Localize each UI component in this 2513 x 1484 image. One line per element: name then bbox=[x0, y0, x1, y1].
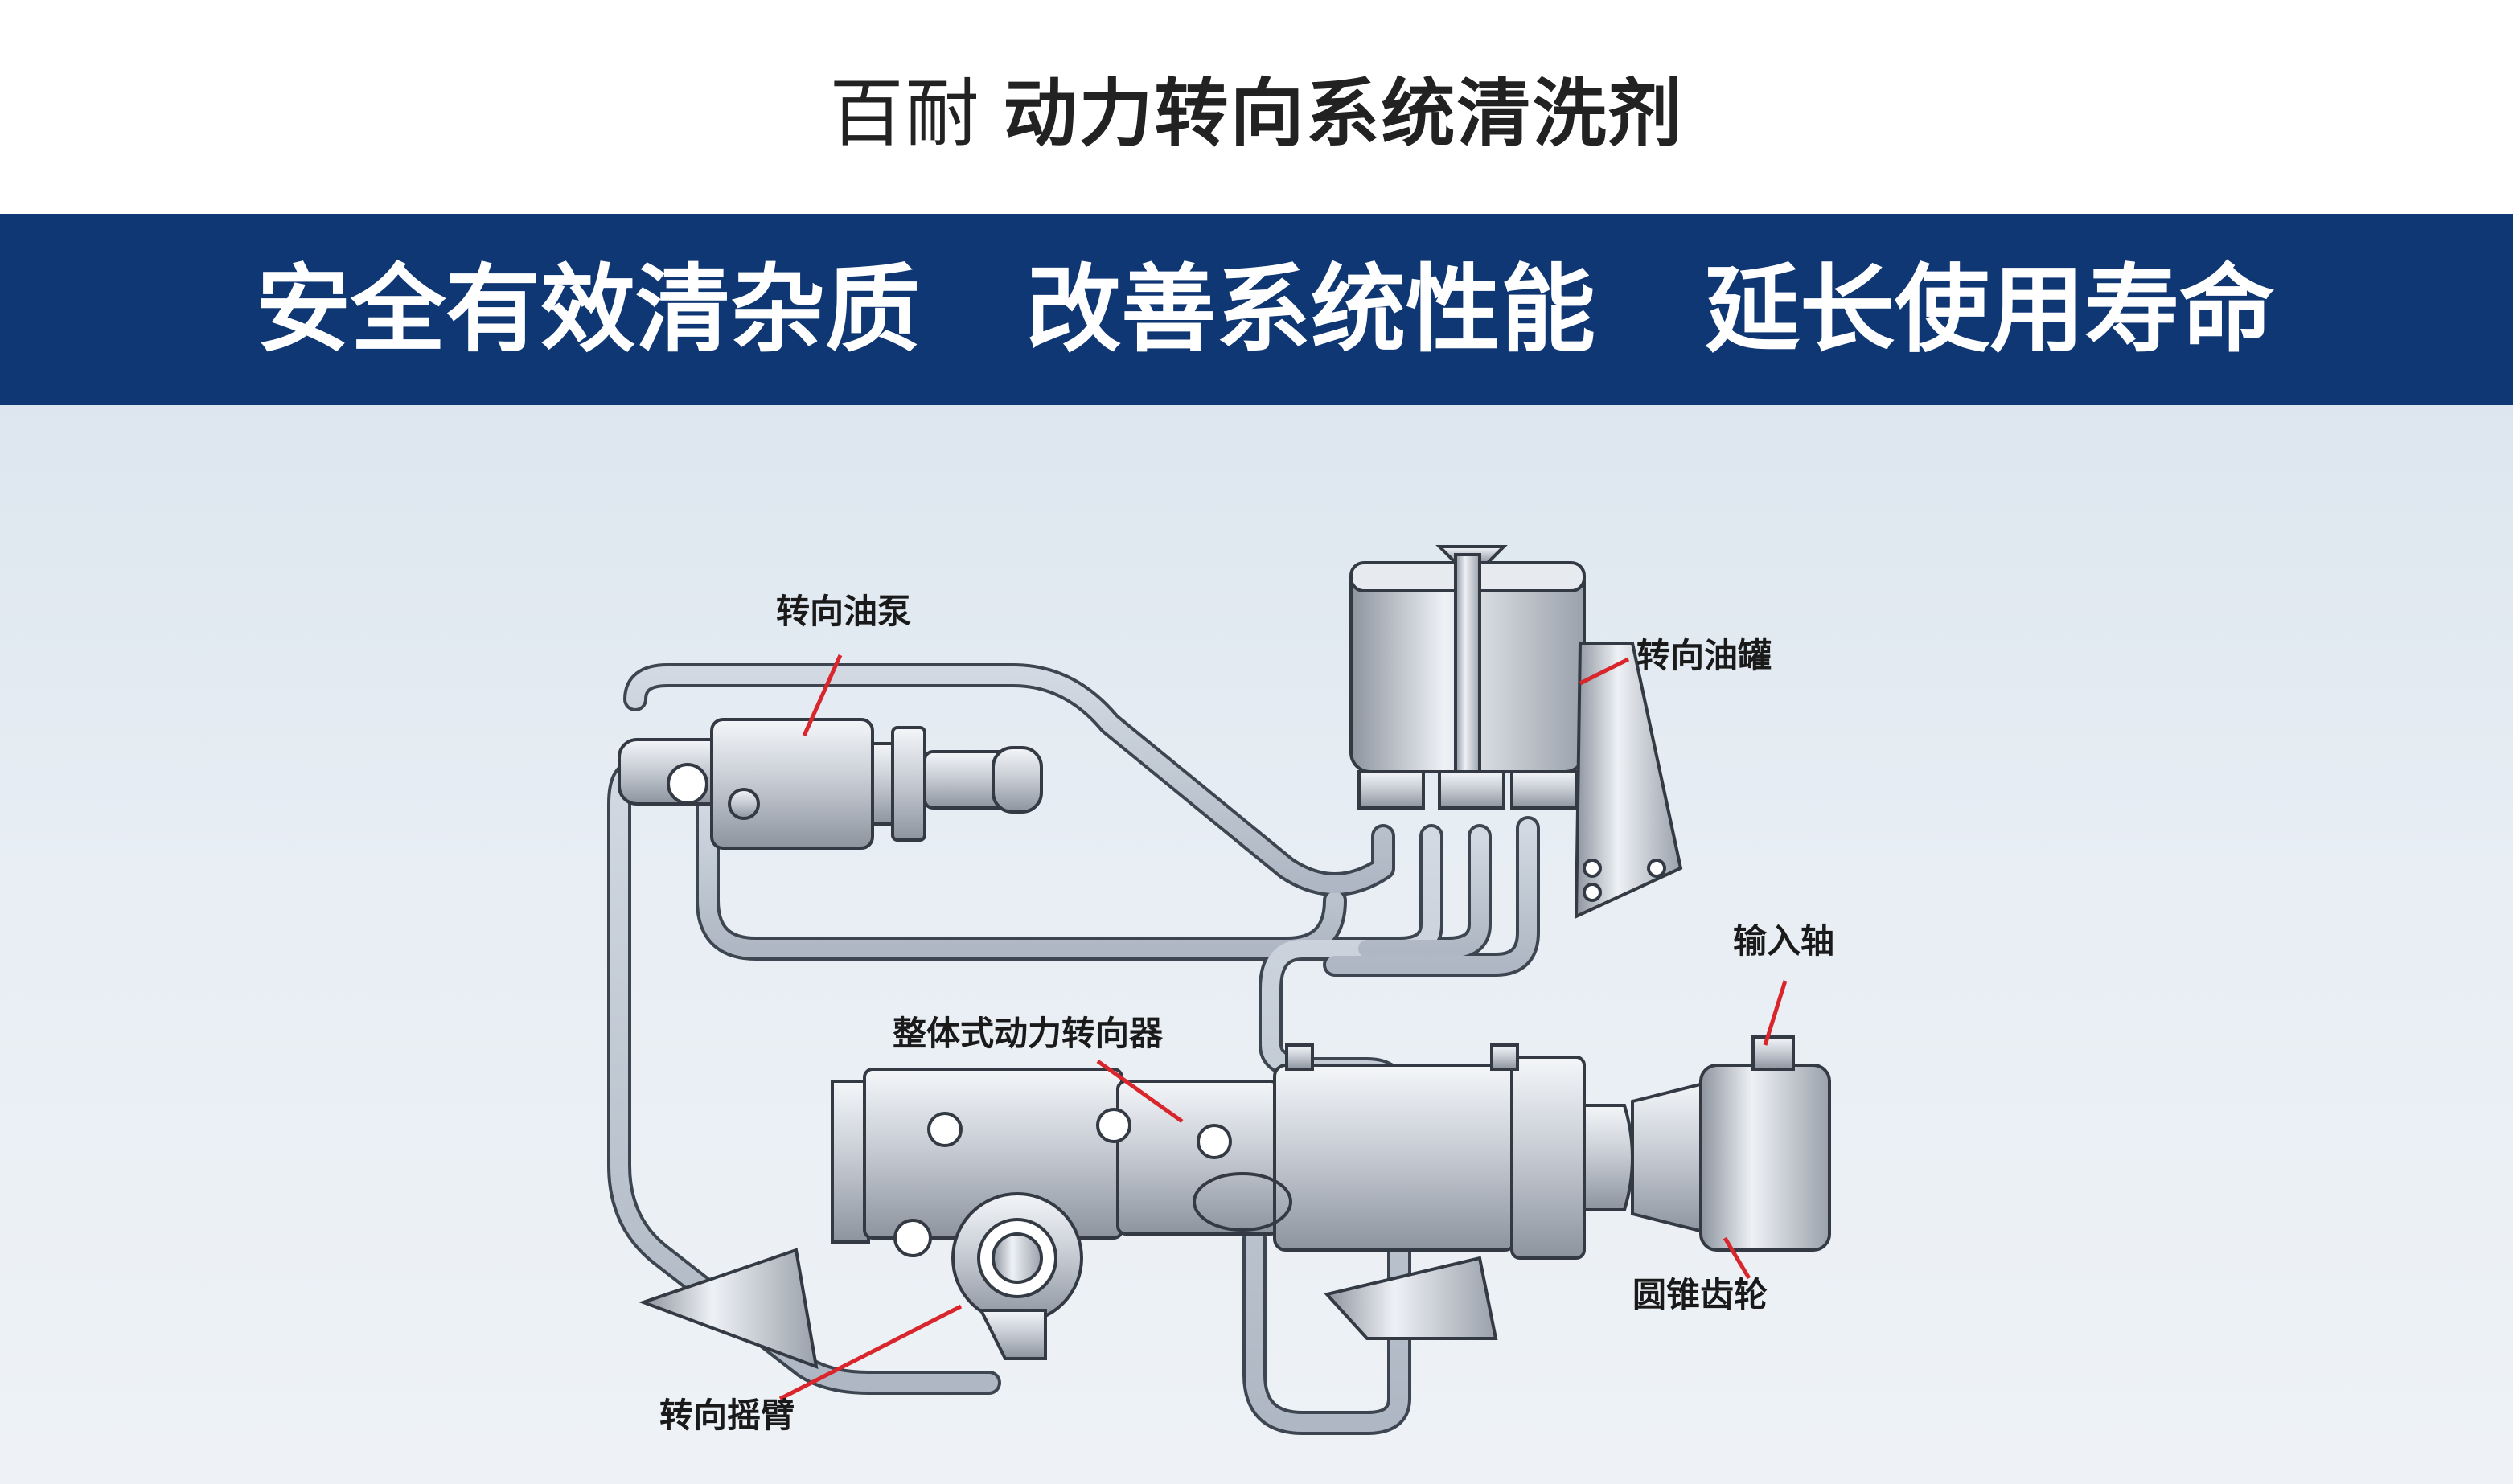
page-title: 百耐动力转向系统清洗剂 bbox=[829, 54, 1683, 161]
leader-lines bbox=[778, 654, 1788, 1401]
steering-oil-tank bbox=[1349, 545, 1683, 920]
diagram-area: 转向油泵 转向油罐 输入轴 整体式动力转向器 圆锥齿轮 转向摇臂 bbox=[0, 405, 2513, 1484]
slogan-performance: 改善系统性能 bbox=[1026, 254, 1596, 365]
product-name: 动力转向系统清洗剂 bbox=[1003, 70, 1684, 157]
integral-power-steering-gear bbox=[831, 1043, 1634, 1260]
slogan-clean: 安全有效清杂质 bbox=[256, 254, 921, 365]
title-row: 百耐动力转向系统清洗剂 bbox=[0, 0, 2513, 214]
steering-system-diagram: 转向油泵 转向油罐 输入轴 整体式动力转向器 圆锥齿轮 转向摇臂 bbox=[607, 545, 1834, 1435]
label-input-shaft: 输入轴 bbox=[1733, 921, 1834, 961]
label-bevel-gear: 圆锥齿轮 bbox=[1632, 1275, 1768, 1314]
brand-name: 百耐 bbox=[829, 70, 981, 157]
bevel-gear-housing bbox=[1631, 1035, 1831, 1252]
label-power-steering-gear: 整体式动力转向器 bbox=[893, 1014, 1164, 1053]
callout-labels: 转向油泵 转向油罐 输入轴 整体式动力转向器 圆锥齿轮 转向摇臂 bbox=[659, 592, 1834, 1435]
label-steering-pump: 转向油泵 bbox=[776, 592, 911, 631]
pitman-arm bbox=[639, 1172, 1498, 1370]
slogan-banner: 安全有效清杂质 改善系统性能 延长使用寿命 bbox=[0, 214, 2513, 405]
label-steering-oil-tank: 转向油罐 bbox=[1636, 636, 1772, 675]
slogan-lifespan: 延长使用寿命 bbox=[1705, 254, 2275, 365]
steering-pump bbox=[618, 718, 1043, 850]
label-pitman-arm: 转向摇臂 bbox=[659, 1396, 795, 1435]
